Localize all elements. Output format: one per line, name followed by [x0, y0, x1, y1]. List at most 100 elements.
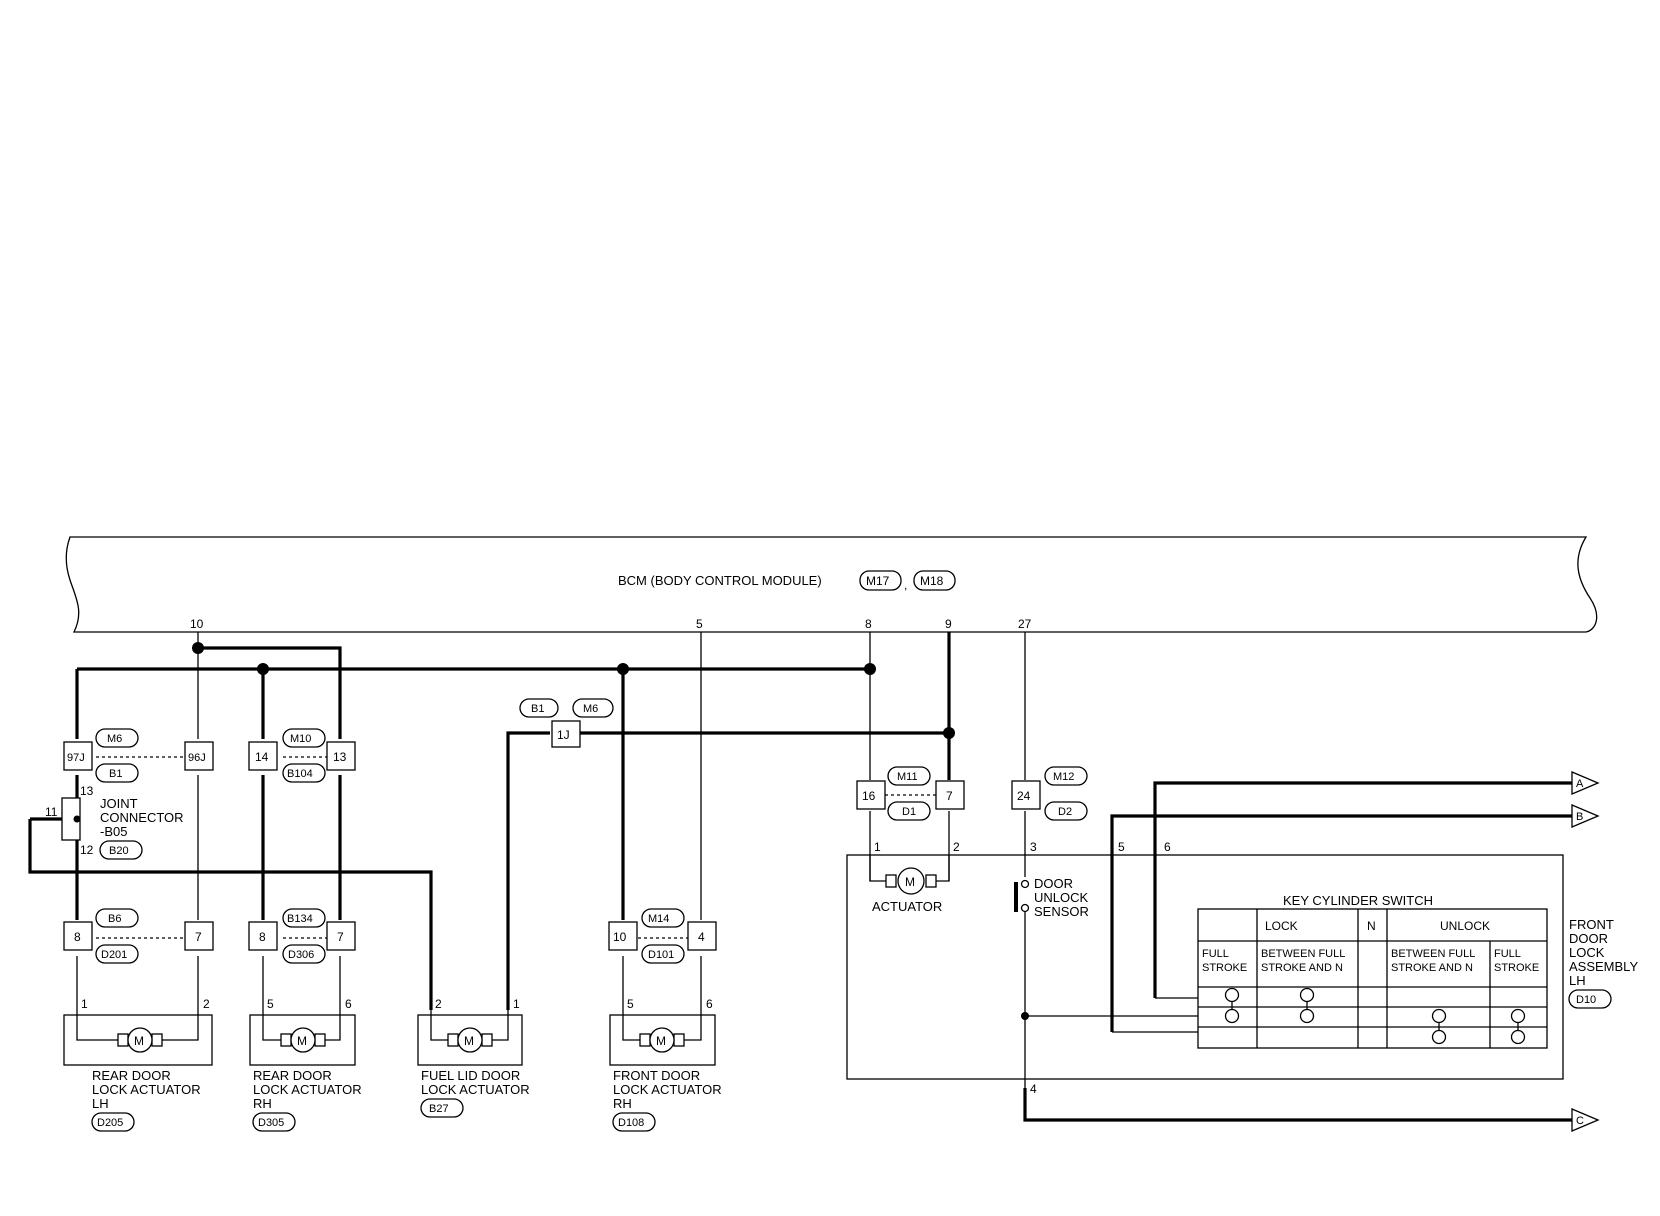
svg-text:UNLOCK: UNLOCK [1440, 919, 1490, 933]
svg-text:1: 1 [513, 997, 520, 1011]
key-cylinder-switch: KEY CYLINDER SWITCH LOCK N UNLOCK FULL S… [1197, 893, 1548, 1049]
terminal-label: 10 [613, 930, 627, 944]
output-label: B [1576, 811, 1583, 823]
splice-points [192, 642, 1029, 1020]
svg-text:STROKE AND N: STROKE AND N [1391, 962, 1473, 974]
joint-label: JOINT [100, 796, 138, 811]
terminal-label: 7 [195, 930, 202, 944]
svg-text:6: 6 [1164, 840, 1171, 854]
svg-text:LOCK ACTUATOR: LOCK ACTUATOR [421, 1082, 530, 1097]
svg-text:4: 4 [1030, 1082, 1037, 1096]
rear-door-lock-actuator-rh: 5 6 M REAR DOOR LOCK ACTUATOR RH D305 [249, 997, 362, 1132]
bcm-separator: , [904, 578, 907, 592]
terminal-label: 7 [337, 930, 344, 944]
joint-pin: 13 [80, 784, 94, 798]
terminal-label: 13 [333, 750, 347, 764]
svg-text:UNLOCK: UNLOCK [1034, 890, 1089, 905]
connector-label: M18 [920, 574, 944, 588]
connector-label: B1 [109, 768, 122, 780]
svg-text:REAR DOOR: REAR DOOR [253, 1068, 332, 1083]
svg-text:RH: RH [253, 1096, 272, 1111]
svg-text:DOOR: DOOR [1034, 876, 1073, 891]
svg-text:FRONT DOOR: FRONT DOOR [613, 1068, 700, 1083]
svg-text:5: 5 [1118, 840, 1125, 854]
connector-label: M12 [1053, 771, 1074, 783]
terminal-label: 97J [67, 752, 85, 764]
joint-label: CONNECTOR [100, 810, 184, 825]
motor-icon: M [297, 1034, 307, 1048]
svg-text:2: 2 [203, 997, 210, 1011]
bcm-title: BCM (BODY CONTROL MODULE) [618, 573, 822, 588]
bcm-pin: 9 [945, 617, 952, 631]
front-door-lock-actuator-rh: 5 6 M FRONT DOOR LOCK ACTUATOR RH D108 [609, 997, 722, 1132]
svg-text:BETWEEN FULL: BETWEEN FULL [1391, 948, 1475, 960]
connector-label: D2 [1058, 806, 1072, 818]
connector-label: B20 [109, 845, 129, 857]
terminal-label: 96J [188, 752, 206, 764]
connector-label: B27 [429, 1103, 449, 1115]
svg-text:1: 1 [874, 840, 881, 854]
svg-text:FRONT: FRONT [1569, 917, 1614, 932]
connector-label: M10 [290, 733, 311, 745]
terminals: 97J 96J 14 13 1J 16 7 24 8 7 8 7 10 4 [63, 720, 1041, 951]
connector-label: D305 [258, 1117, 284, 1129]
svg-text:LOCK: LOCK [1569, 945, 1605, 960]
svg-text:REAR DOOR: REAR DOOR [92, 1068, 171, 1083]
svg-text:FULL: FULL [1494, 948, 1521, 960]
joint-pin: 11 [45, 805, 58, 819]
connector-pills: M6 B1 M10 B104 B1 M6 M11 D1 M12 D2 B20 B… [95, 698, 1088, 964]
connector-label: B6 [108, 913, 121, 925]
connector-label: D1 [902, 806, 916, 818]
bcm-module: BCM (BODY CONTROL MODULE) M17 , M18 10 5… [65, 536, 1598, 633]
svg-text:ACTUATOR: ACTUATOR [872, 899, 942, 914]
bcm-pin: 8 [865, 617, 872, 631]
fuel-lid-door-lock-actuator: 2 1 M FUEL LID DOOR LOCK ACTUATOR B27 [417, 997, 530, 1118]
output-label: A [1576, 778, 1584, 790]
joint-pin: 12 [80, 843, 94, 857]
connector-label: B134 [287, 913, 313, 925]
svg-text:STROKE: STROKE [1494, 962, 1539, 974]
terminal-label: 16 [862, 789, 876, 803]
connector-label: M6 [107, 733, 122, 745]
joint-label: -B05 [100, 824, 127, 839]
terminal-label: 24 [1017, 789, 1031, 803]
svg-text:LOCK ACTUATOR: LOCK ACTUATOR [613, 1082, 722, 1097]
output-label: C [1576, 1115, 1584, 1127]
bcm-pin: 5 [696, 617, 703, 631]
bcm-pin: 27 [1018, 617, 1032, 631]
svg-text:3: 3 [1030, 840, 1037, 854]
connector-label: M17 [866, 574, 890, 588]
svg-text:KEY CYLINDER SWITCH: KEY CYLINDER SWITCH [1283, 893, 1433, 908]
motor-icon: M [134, 1034, 144, 1048]
svg-text:2: 2 [435, 997, 442, 1011]
terminal-label: 8 [259, 930, 266, 944]
rear-door-lock-actuator-lh: 1 2 M REAR DOOR LOCK ACTUATOR LH D205 [63, 997, 213, 1132]
connector-label: D101 [648, 949, 674, 961]
connector-label: M6 [583, 703, 598, 715]
svg-text:LOCK ACTUATOR: LOCK ACTUATOR [92, 1082, 201, 1097]
connector-label: D201 [101, 949, 127, 961]
joint-connector: 13 11 12 JOINT CONNECTOR -B05 [45, 784, 184, 857]
connector-label: D306 [288, 949, 314, 961]
bcm-pin: 10 [190, 617, 204, 631]
front-door-lock-assembly-lh: 1 2 3 4 5 6 M ACTUATOR DOOR UNLOCK SENSO… [846, 840, 1638, 1096]
svg-text:6: 6 [706, 997, 713, 1011]
svg-text:SENSOR: SENSOR [1034, 904, 1089, 919]
connector-label: B104 [287, 768, 313, 780]
svg-text:FUEL LID DOOR: FUEL LID DOOR [421, 1068, 520, 1083]
svg-text:1: 1 [81, 997, 88, 1011]
svg-text:DOOR: DOOR [1569, 931, 1608, 946]
svg-text:LH: LH [92, 1096, 109, 1111]
terminal-label: 8 [74, 930, 81, 944]
connector-label: D205 [97, 1117, 123, 1129]
terminal-label: 1J [557, 728, 570, 742]
svg-text:LOCK ACTUATOR: LOCK ACTUATOR [253, 1082, 362, 1097]
connector-label: M11 [897, 771, 918, 783]
terminal-label: 14 [255, 750, 269, 764]
output-arrows: A B C [1571, 771, 1600, 1132]
connector-label: B1 [531, 703, 544, 715]
svg-text:LH: LH [1569, 973, 1586, 988]
svg-text:ASSEMBLY: ASSEMBLY [1569, 959, 1638, 974]
wires [28, 632, 1572, 1122]
